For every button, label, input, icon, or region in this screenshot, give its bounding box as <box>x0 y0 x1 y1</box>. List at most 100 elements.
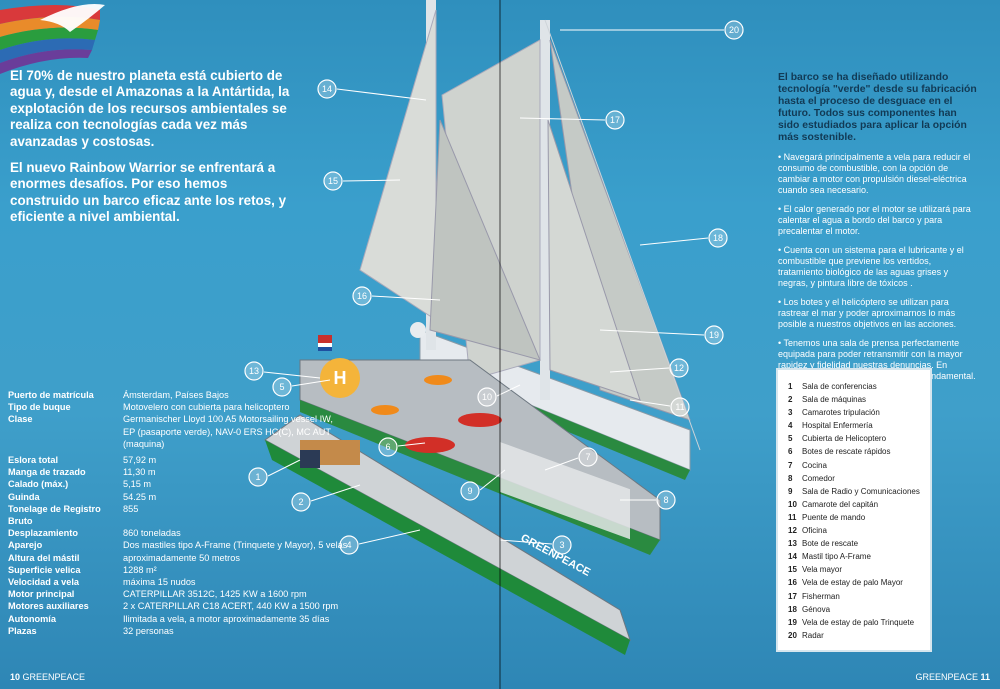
legend-number: 4 <box>788 421 793 431</box>
callout-5: 5 <box>272 377 331 397</box>
spec-row: EP (pasaporte verde), NAV-0 ERS HC(C), M… <box>8 426 358 450</box>
callout-10: 10 <box>477 384 521 407</box>
svg-text:17: 17 <box>610 115 620 125</box>
rescue-boat-icon <box>371 405 399 415</box>
spec-value: 54.25 m <box>123 491 157 502</box>
spec-value: máxima 15 nudos <box>123 577 196 588</box>
feature-bullet: • Cuenta con un sistema para el lubrican… <box>778 245 964 288</box>
legend-item: 11 Puente de mando <box>788 511 924 524</box>
legend-label: Puente de mando <box>802 512 866 522</box>
callout-14: 14 <box>317 79 427 101</box>
legend-label: Hospital Enfermería <box>802 421 873 431</box>
legend-number: 17 <box>788 591 797 601</box>
svg-text:7: 7 <box>585 452 590 462</box>
svg-text:12: 12 <box>674 363 684 373</box>
features-lead: El barco se ha diseñado utilizando tecno… <box>778 72 977 143</box>
legend-number: 3 <box>788 408 793 418</box>
footer-brand-left: GREENPEACE <box>22 672 86 682</box>
legend-label: Fisherman <box>802 591 840 601</box>
callout-7: 7 <box>544 447 598 471</box>
legend-number: 20 <box>788 630 797 640</box>
spec-key: Superficie velica <box>8 564 81 575</box>
spec-key: Altura del mástil <box>8 552 80 563</box>
legend-label: Radar <box>802 630 824 640</box>
legend-item: 2 Sala de máquinas <box>788 393 924 406</box>
legend-number: 16 <box>788 578 797 588</box>
svg-text:4: 4 <box>346 540 351 550</box>
svg-text:6: 6 <box>385 442 390 452</box>
rescue-boat-icon <box>424 375 452 385</box>
legend-label: Génova <box>802 604 831 614</box>
svg-text:2: 2 <box>298 497 303 507</box>
svg-text:20: 20 <box>729 25 739 35</box>
legend-label: Sala de conferencias <box>802 382 877 391</box>
spec-value: 32 personas <box>123 625 174 636</box>
callout-16: 16 <box>352 286 441 306</box>
callout-8: 8 <box>620 490 676 510</box>
upper-ship <box>318 0 701 480</box>
footer-right: GREENPEACE 11 <box>915 672 990 682</box>
svg-text:5: 5 <box>279 382 284 392</box>
legend-number: 11 <box>788 512 797 522</box>
legend-number: 13 <box>788 539 797 549</box>
spec-key: Tonelage de Registro Bruto <box>8 503 101 527</box>
legend-number: 8 <box>788 473 793 483</box>
legend-number: 15 <box>788 565 797 575</box>
spec-row: Guinda 54.25 m <box>8 491 358 503</box>
svg-text:1: 1 <box>255 472 260 482</box>
sail-main <box>359 9 437 321</box>
spec-value: CATERPILLAR 3512C, 1425 KW a 1600 rpm <box>123 589 307 600</box>
legend-label: Cocina <box>802 460 827 470</box>
legend-number: 5 <box>788 434 793 444</box>
spec-value: aproximadamente 50 metros <box>123 552 240 563</box>
intro-text: El 70% de nuestro planeta está cubierto … <box>10 68 300 236</box>
helipad-icon <box>320 358 360 398</box>
svg-text:16: 16 <box>357 291 367 301</box>
legend-number: 1 <box>788 382 793 391</box>
svg-text:14: 14 <box>322 84 332 94</box>
legend-number: 10 <box>788 499 797 509</box>
callout-15: 15 <box>323 171 401 191</box>
callout-19: 19 <box>599 325 724 345</box>
legend-label: Vela mayor <box>802 565 843 575</box>
callout-12: 12 <box>609 358 689 378</box>
spec-value: Germanischer Lloyd 100 A5 Motorsailing v… <box>123 414 333 425</box>
mast-fore <box>540 20 550 400</box>
spec-value: 5,15 m <box>123 479 152 490</box>
page-spine <box>499 0 501 689</box>
spec-value: 57,92 m <box>123 455 157 466</box>
legend-number: 6 <box>788 447 793 457</box>
legend-label: Cubierta de Helicoptero <box>802 434 887 444</box>
spec-key: Puerto de matrícula <box>8 390 94 400</box>
callout-13: 13 <box>244 361 321 381</box>
spec-value: 860 toneladas <box>123 528 181 539</box>
feature-bullet: • Navegará principalmente a vela para re… <box>778 152 971 195</box>
spec-key: Motores auxiliares <box>8 601 89 612</box>
legend-number: 14 <box>788 552 797 562</box>
legend-label: Bote de rescate <box>802 539 859 549</box>
callout-11: 11 <box>629 397 690 417</box>
legend-number: 2 <box>788 395 793 405</box>
legend-label: Sala de máquinas <box>802 395 867 405</box>
legend-label: Vela de estay de palo Trinquete <box>802 617 915 627</box>
callout-1: 1 <box>248 459 301 487</box>
legend-label: Botes de rescate rápidos <box>802 447 891 457</box>
feature-bullet: • Los botes y el helicóptero se utilizan… <box>778 297 957 329</box>
svg-text:15: 15 <box>328 176 338 186</box>
spec-key: Tipo de buque <box>8 402 71 413</box>
callout-17: 17 <box>519 110 625 130</box>
spec-key: Guinda <box>8 491 40 502</box>
